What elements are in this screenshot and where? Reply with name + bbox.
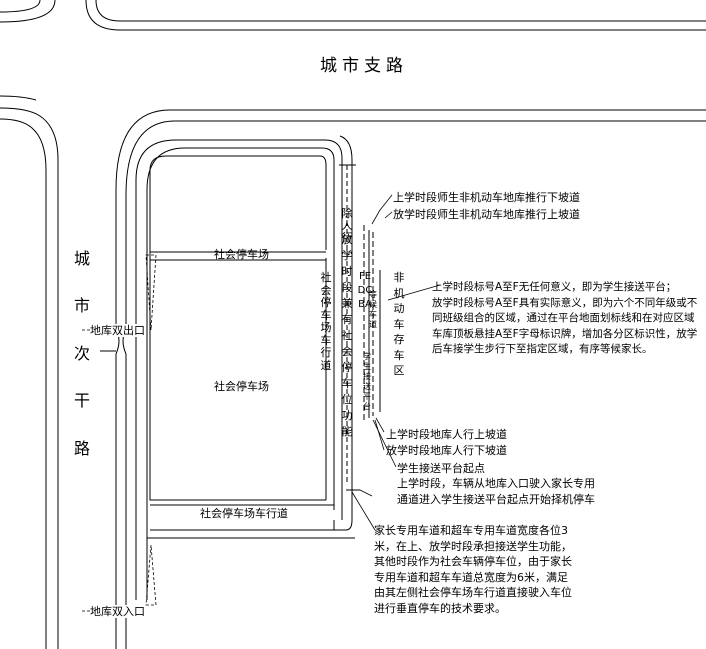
pedestrian-label: 除人行 [341,207,353,244]
secondary-road-left-edge [0,107,59,649]
parking-outline [135,139,343,600]
garage-exit-label: 地库双出口 [90,324,145,337]
wait-zone-label: 等候车道 [369,290,377,329]
lane-width-note: 家长专用车道和超车专用车道宽度各位3 米，在上、放学时段承担接送学生功能， 其他… [374,524,572,615]
secondary-road-char-3: 次 [74,344,91,363]
parking-top-label: 社会停车场 [214,248,269,261]
bike-ramp-note: 上学时段师生非机动车地库推行下坡道 放学时段师生非机动车地库推行上坡道 [393,191,580,221]
exit-ramp-arrow [145,254,157,331]
secondary-road-char-5: 路 [74,439,91,458]
branch-road-top-edge [85,0,706,31]
platform-label: 学生接送平台 [363,352,371,411]
road-corner-top-left [0,0,41,13]
secondary-road-char-4: 干 [74,391,91,410]
stop-markers: FEDCBA [357,271,373,310]
parking-lane-label: 社会停车场车行道 [200,507,288,520]
morning-entry-note: 上学时段，车辆从地库入口驶入家长专用 通道进入学生接送平台起点开始择机停车 [397,477,595,506]
ped-ramp-note: 上学时段地库人行上坡道 放学时段地库人行下坡道 [386,428,507,457]
entry-ramp-arrow [145,544,157,606]
secondary-road-char-2: 市 [74,296,91,315]
branch-road-bottom-edge [115,109,706,330]
parking-mid-label: 社会停车场 [214,380,269,393]
bike-store-label: 非机动车存车区 [393,271,405,377]
after-school-parking-label: 放学时段兼有社会停车位功能 [341,233,353,438]
platform-zones-note: 上学时段标号A至F无任何意义，即为学生接送平台； 放学时段标号A至F具有实际意义… [432,281,698,355]
branch-road-label: 城市支路 [320,56,408,76]
garage-entry-label: 地库双入口 [90,605,145,618]
start-point-note: 学生接送平台起点 [397,462,485,475]
leader-bike-ramp [371,194,393,225]
right-lane-label: 社会停车场车行道 [320,271,332,372]
secondary-road-char-1: 城 [74,249,91,268]
